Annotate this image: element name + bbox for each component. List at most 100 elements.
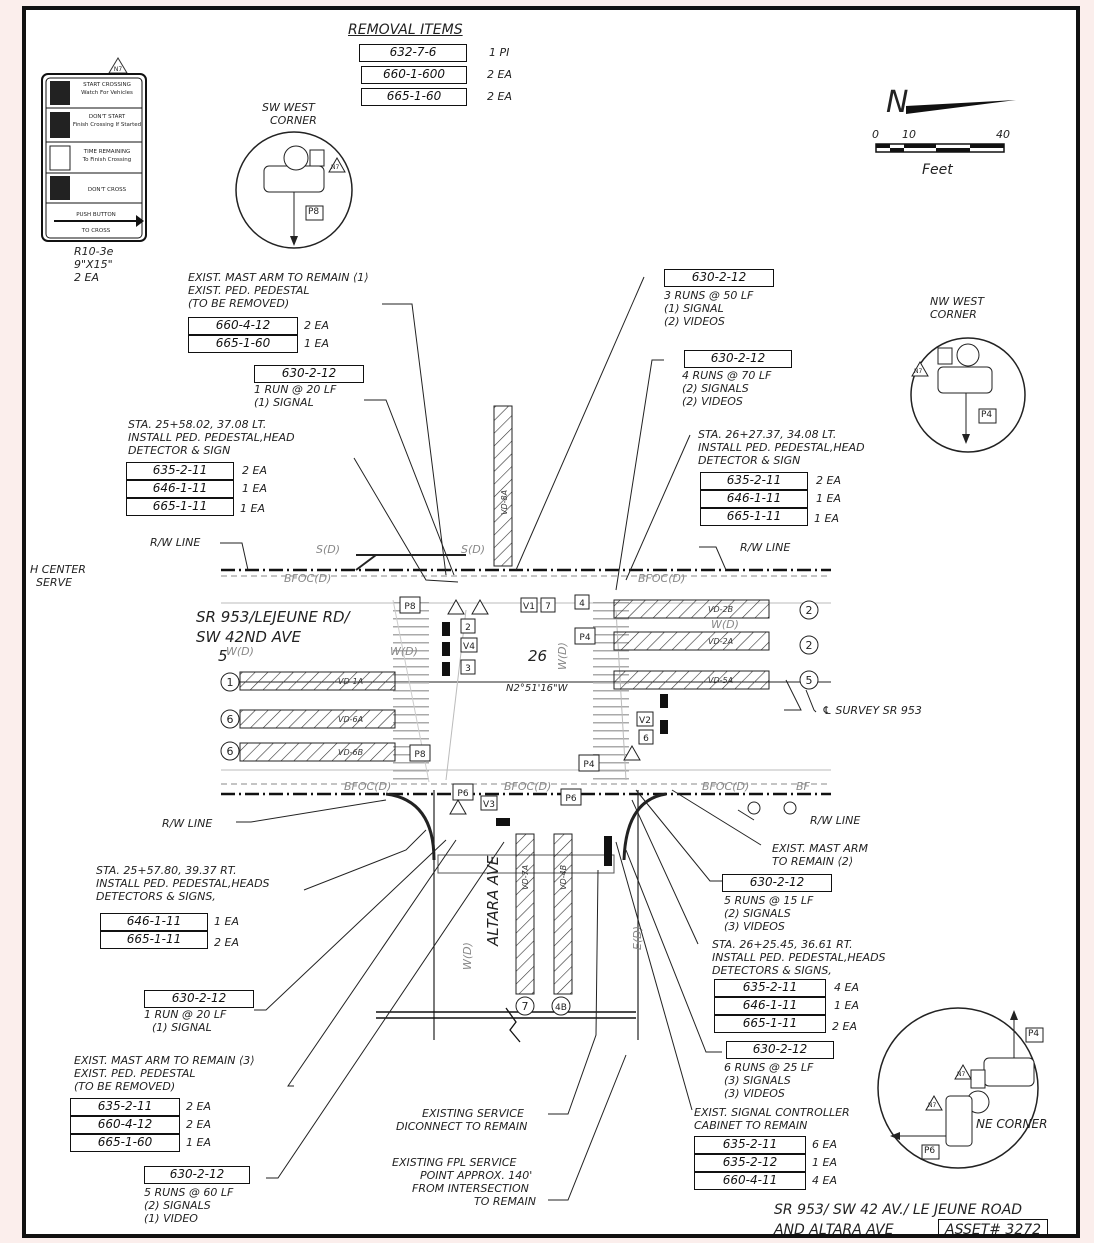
nw-ptag: P4: [981, 410, 993, 420]
sign-qty: 2 EA: [74, 271, 99, 284]
mast1-line1: EXIST. MAST ARM TO REMAIN ⟨1⟩: [188, 271, 369, 284]
cab-line2: CABINET TO REMAIN: [694, 1119, 808, 1132]
mast3-line3: (TO BE REMOVED): [74, 1080, 176, 1093]
c7-line1: 6 RUNS @ 25 LF: [724, 1061, 814, 1074]
sta2-qty-1: 2 EA: [816, 474, 841, 487]
scale-bar: [875, 143, 1005, 153]
sw-corner-detail: [235, 131, 353, 249]
sta1-line1: STA. 25+58.02, 37.08 LT.: [128, 418, 267, 431]
nw-corner-title-1: NW WEST: [930, 295, 985, 308]
title-line-2: AND ALTARA AVE: [774, 1222, 894, 1238]
asset-number: ASSET# 3272: [938, 1219, 1049, 1234]
circled-labels: 2 2 5 1 6 6 7 4B: [220, 600, 819, 1016]
util-bfoc-5: BFOC(D): [702, 780, 749, 793]
sta2-code-3: 665-1-11: [700, 508, 808, 526]
util-wd-4: W(D): [461, 942, 474, 970]
sta1-qty-1: 2 EA: [242, 464, 267, 477]
c1-line1: 1 RUN @ 20 LF: [254, 383, 337, 396]
disc-line2: DICONNECT TO REMAIN: [396, 1120, 528, 1133]
num-6: 6: [643, 734, 649, 744]
cab-code-2: 635-2-12: [694, 1154, 806, 1172]
vtag-v1: V1: [523, 602, 535, 612]
sta3-line3: DETECTORS & SIGNS,: [96, 890, 216, 903]
disc-line1: EXISTING SERVICE: [422, 1107, 524, 1120]
vtag-v3: V3: [483, 800, 495, 810]
c4-line1: 1 RUN @ 20 LF: [144, 1008, 227, 1021]
sta1-qty-3: 1 EA: [240, 502, 265, 515]
drawing-sheet: N7 START CROSSING Watch For Vehicles DON…: [22, 6, 1080, 1238]
nw-corner-title-2: CORNER: [930, 308, 977, 321]
sta3-qty-1: 1 EA: [214, 915, 239, 928]
util-bfoc-1: BFOC(D): [284, 572, 331, 585]
zone-vd-5a: VD-5A: [708, 676, 733, 685]
c4-line2: (1) SIGNAL: [152, 1021, 212, 1034]
sta2-line3: DETECTOR & SIGN: [698, 454, 801, 467]
sta4-code-1: 635-2-11: [714, 979, 826, 997]
c5-line2: (2) SIGNALS: [144, 1199, 211, 1212]
street-name-2: SW 42ND AVE: [196, 628, 301, 646]
fpl-line2: POINT APPROX. 140': [420, 1169, 533, 1182]
zone-vd-1a: VD-1A: [338, 677, 363, 686]
mast3-qty-3: 1 EA: [186, 1136, 211, 1149]
ne-corner-title: NE CORNER: [976, 1117, 1048, 1131]
mast1-code-1: 660-4-12: [188, 317, 298, 335]
sta3-line1: STA. 25+57.80, 39.37 RT.: [96, 864, 237, 877]
mast1-qty-1: 2 EA: [304, 319, 329, 332]
scale-tick-10: 10: [902, 128, 916, 141]
scale-tick-40: 40: [996, 128, 1010, 141]
removal-qty-3: 2 EA: [487, 90, 512, 103]
sta4-code-3: 665-1-11: [714, 1015, 826, 1033]
cab-qty-3: 4 EA: [812, 1174, 837, 1187]
sign-tag: N7: [114, 66, 122, 73]
rw-line-1: R/W LINE: [150, 536, 201, 549]
util-sd-2: S(D): [461, 543, 485, 556]
center-line-1: H CENTER: [30, 563, 86, 576]
zone-vd-2b: VD-2B: [708, 605, 733, 614]
video-tags: V1 V4 V3 V2 7 4 2 3 6: [442, 594, 797, 866]
detection-zones: VD-8A VD-2B VD-2A VD-5A VD-1A VD-6A VD-6…: [239, 405, 770, 995]
street-name-1: SR 953/LEJEUNE RD/: [196, 608, 350, 626]
zone-vd-4b: VD-4B: [559, 865, 568, 890]
vtag-v4: V4: [463, 642, 475, 652]
sta4-qty-3: 2 EA: [832, 1020, 857, 1033]
c5-line3: (1) VIDEO: [144, 1212, 198, 1225]
removal-code-1: 632-7-6: [359, 44, 467, 62]
circle-7: 7: [522, 1000, 529, 1013]
sw-ptag: P8: [308, 207, 320, 217]
mast1-line3: (TO BE REMOVED): [188, 297, 290, 310]
scale-tick-0: 0: [872, 128, 879, 141]
c3-code: 630-2-12: [684, 350, 792, 368]
sw-tag: N7: [331, 164, 340, 171]
sta1-line2: INSTALL PED. PEDESTAL,HEAD: [128, 431, 295, 444]
ptag-p6-b: P6: [565, 794, 576, 804]
cab-code-1: 635-2-11: [694, 1136, 806, 1154]
sta1-qty-2: 1 EA: [242, 482, 267, 495]
ne-ptag-2: P6: [924, 1146, 936, 1156]
sign-row-9: TO CROSS: [81, 228, 111, 234]
cab-code-3: 660-4-11: [694, 1172, 806, 1190]
c3-line3: (2) VIDEOS: [682, 395, 743, 408]
c1-line2: (1) SIGNAL: [254, 396, 314, 409]
mast3-code-3: 665-1-60: [70, 1134, 180, 1152]
circle-2a: 2: [806, 604, 813, 617]
circle-2b: 2: [806, 639, 813, 652]
sta3-qty-2: 2 EA: [214, 936, 239, 949]
sta4-line3: DETECTORS & SIGNS,: [712, 964, 832, 977]
util-wd-1: W(D): [226, 645, 254, 658]
ptag-p8-b: P8: [414, 750, 425, 760]
bearing: N2°51'16"W: [506, 683, 568, 694]
zone-vd-2a: VD-2A: [708, 637, 733, 646]
sta4-code-2: 646-1-11: [714, 997, 826, 1015]
zone-vd-8a: VD-8A: [500, 490, 509, 515]
sta2-line1: STA. 26+27.37, 34.08 LT.: [698, 428, 837, 441]
util-wd-3: W(D): [711, 618, 739, 631]
sta4-qty-2: 1 EA: [834, 999, 859, 1012]
scale-unit: Feet: [922, 162, 953, 178]
sta4-qty-1: 4 EA: [834, 981, 859, 994]
pole-tags: P8 P4 P8 P6 P4 P6: [399, 596, 600, 806]
utility-labels: S(D) S(D) BFOC(D) BFOC(D) W(D) W(D) W(D)…: [226, 543, 811, 970]
fpl-line4: TO REMAIN: [474, 1195, 536, 1208]
sta2-qty-3: 1 EA: [814, 512, 839, 525]
zone-vd-7a: VD-7A: [521, 865, 530, 890]
sheet-number: 5: [218, 647, 228, 665]
